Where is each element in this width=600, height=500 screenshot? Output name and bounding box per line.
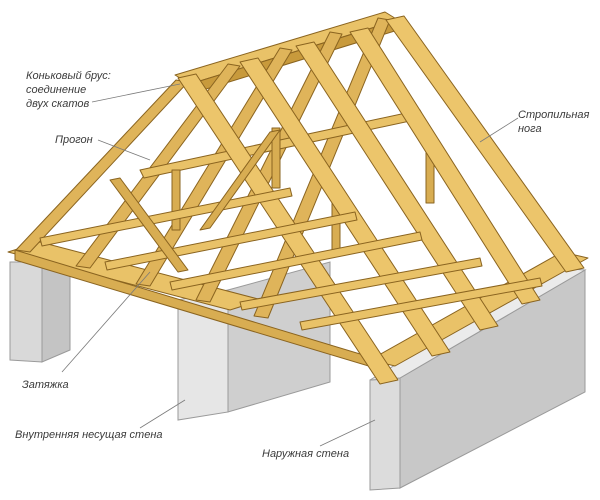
label-purlin: Прогон — [55, 134, 93, 146]
label-ridge-line2: соединение — [26, 84, 86, 96]
post-1 — [171, 169, 181, 231]
label-inner-wall: Внутренняя несущая стена — [15, 429, 163, 441]
outer-wall-right-front — [369, 377, 401, 491]
roof-frame — [7, 11, 589, 385]
leader-ridge — [91, 83, 181, 103]
strut-1 — [109, 177, 189, 273]
leader-outer-wall — [319, 419, 376, 447]
tie-beam-4 — [239, 257, 483, 311]
tie-beam-5 — [299, 277, 543, 331]
label-ridge-line1: Коньковый брус: — [26, 70, 111, 82]
tie-beam-1 — [39, 187, 293, 247]
label-rafter-line1: Стропильная — [518, 109, 590, 121]
leader-rafter — [479, 117, 519, 143]
leader-tie — [61, 271, 151, 373]
rafter-back-4 — [195, 31, 343, 303]
strut-2 — [199, 129, 281, 231]
label-outer-wall: Наружная стена — [262, 448, 349, 460]
outer-wall-left-front — [9, 261, 43, 363]
label-tie: Затяжка — [22, 379, 69, 391]
leader-purlin — [97, 139, 151, 161]
rafter-front-5 — [385, 15, 585, 273]
post-2 — [271, 127, 281, 189]
labels: Коньковый брус: соединение двух скатов П… — [15, 70, 590, 460]
leader-inner-wall — [139, 399, 186, 429]
label-ridge-line3: двух скатов — [26, 98, 89, 110]
tie-beam-3 — [169, 231, 423, 291]
label-rafter-line2: нога — [518, 123, 542, 135]
rafter-front-4 — [349, 27, 541, 305]
leader-lines — [61, 83, 519, 447]
